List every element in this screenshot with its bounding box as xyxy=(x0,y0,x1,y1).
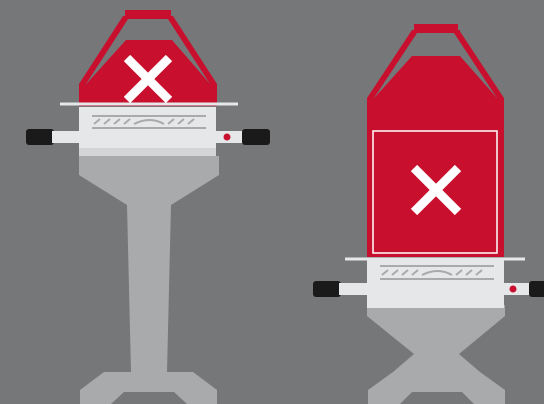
handle-right xyxy=(215,129,270,145)
lid-top-handle-base xyxy=(123,16,173,19)
handle-left xyxy=(313,281,369,297)
handle-right xyxy=(503,281,544,297)
firebox-base-band xyxy=(79,148,216,156)
control-knob xyxy=(510,286,517,293)
handle-left xyxy=(26,129,80,145)
control-knob xyxy=(224,134,231,141)
lid-top-handle-base xyxy=(412,30,460,33)
firebox-body xyxy=(79,107,216,155)
